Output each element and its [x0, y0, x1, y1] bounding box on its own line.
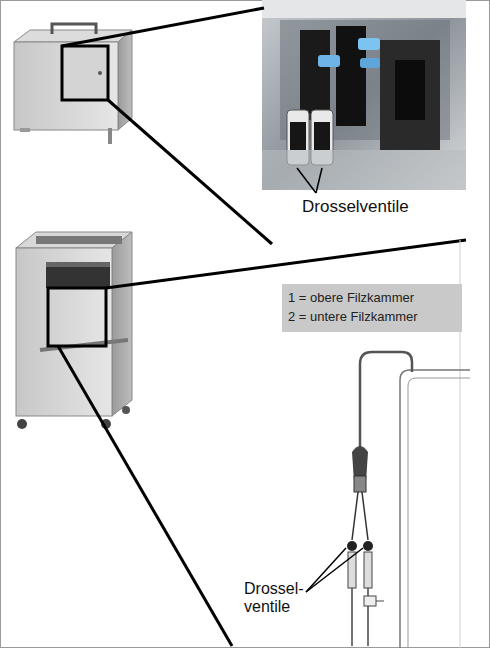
zoom-line — [62, 8, 264, 46]
small-machine — [14, 24, 132, 144]
illustration-part — [112, 232, 132, 416]
illustration-part — [354, 476, 366, 492]
part-label: Drossel- ventile — [244, 580, 316, 617]
illustration-part — [262, 150, 466, 190]
illustration-part — [360, 58, 380, 68]
large-machine — [16, 232, 132, 429]
illustration-part — [98, 71, 102, 75]
zoom-line — [106, 240, 466, 288]
illustration-part — [262, 0, 466, 190]
zoom-line — [58, 346, 232, 646]
illustration-part — [46, 262, 110, 267]
illustration-part — [358, 38, 380, 50]
illustration-part — [376, 601, 384, 602]
illustration-part — [62, 46, 108, 100]
illustration-part — [306, 548, 346, 592]
illustration-part — [400, 370, 470, 648]
illustration-part — [46, 262, 110, 288]
illustration-part — [108, 128, 112, 144]
illustration-part — [347, 541, 357, 551]
illustration-part — [408, 378, 470, 648]
illustration-part — [14, 42, 118, 130]
illustration-part — [48, 288, 106, 346]
illustration-part — [318, 55, 340, 67]
illustration-part — [290, 122, 306, 150]
valve-photo — [262, 0, 466, 193]
illustration-part — [306, 548, 363, 592]
legend-box: 1 = obere Filzkammer2 = untere Filzkamme… — [282, 284, 462, 332]
zoom-line — [108, 100, 272, 244]
illustration-part — [262, 0, 466, 18]
illustration-part — [36, 236, 122, 244]
illustration-part — [52, 24, 96, 34]
illustration-part — [17, 419, 27, 429]
illustration-part — [364, 596, 376, 606]
legend-text: 1 = obere Filzkammer — [288, 289, 456, 308]
illustration-part — [363, 541, 373, 551]
illustration-part — [300, 30, 330, 120]
illustration-part — [395, 60, 425, 120]
illustration-part — [351, 588, 353, 646]
illustration-part — [360, 352, 412, 448]
illustration-part — [380, 40, 440, 150]
illustration-part — [297, 168, 316, 193]
illustration-part — [20, 128, 30, 132]
illustration-part — [362, 492, 368, 540]
part-label: Drosselventile — [302, 197, 409, 217]
illustration-part — [122, 406, 130, 414]
illustration-part — [314, 122, 330, 150]
illustration-part — [16, 248, 112, 416]
illustration-part — [352, 492, 358, 540]
legend-text: 2 = untere Filzkammer — [288, 308, 456, 327]
illustration-part — [364, 552, 372, 588]
illustration-part — [316, 168, 322, 193]
